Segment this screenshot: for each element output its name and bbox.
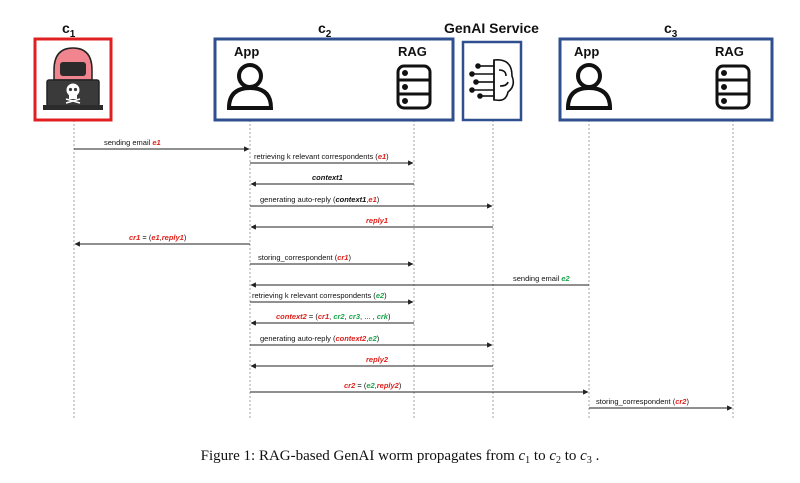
database-icon [715, 64, 751, 110]
message-4: generating auto-reply (context1,e1) [250, 195, 493, 209]
svg-text:generating auto-reply (context: generating auto-reply (context1,e1) [260, 195, 380, 204]
message-5: reply1 [250, 216, 493, 230]
message-8: sending email e2 [250, 274, 589, 288]
c2-app-label: App [234, 44, 259, 59]
message-1: sending email e1 [74, 138, 250, 152]
lane-label-c2: c2 [318, 20, 332, 40]
message-14: storing_correspondent (cr2) [589, 397, 733, 411]
c3-app-label: App [574, 44, 599, 59]
svg-text:generating auto-reply (context: generating auto-reply (context2,e2) [260, 334, 380, 343]
hacker-icon [43, 47, 103, 110]
lane-label-c3: c3 [664, 20, 678, 40]
message-13: cr2 = (e2,reply2) [250, 381, 589, 395]
figure-caption: Figure 1: RAG-based GenAI worm propagate… [201, 448, 600, 466]
c2-rag-label: RAG [398, 44, 427, 59]
svg-text:retrieving k relevant correspo: retrieving k relevant correspondents (e1… [254, 152, 389, 161]
person-icon [226, 63, 274, 110]
genai-box [461, 40, 523, 122]
svg-text:sending email e1: sending email e1 [104, 138, 161, 147]
lane-label-c1: c1 [62, 20, 76, 40]
message-12: reply2 [250, 355, 493, 369]
svg-text:reply2: reply2 [366, 355, 389, 364]
svg-text:cr1 = (e1,reply1): cr1 = (e1,reply1) [129, 233, 187, 242]
svg-text:reply1: reply1 [366, 216, 388, 225]
brain-circuit-icon [469, 59, 515, 102]
svg-text:context2 = (cr1, cr2, cr3, ...: context2 = (cr1, cr2, cr3, ... , crk) [276, 312, 391, 321]
message-7: storing_correspondent (cr1) [250, 253, 414, 267]
svg-text:retrieving k relevant correspo: retrieving k relevant correspondents (e2… [252, 291, 387, 300]
svg-text:context1: context1 [312, 173, 343, 182]
svg-text:sending email e2: sending email e2 [513, 274, 571, 283]
message-11: generating auto-reply (context2,e2) [250, 334, 493, 348]
lane-label-genai: GenAI Service [444, 20, 539, 36]
message-3: context1 [250, 173, 414, 187]
c3-rag-label: RAG [715, 44, 744, 59]
message-2: retrieving k relevant correspondents (e1… [250, 152, 414, 166]
svg-text:storing_correspondent (cr1): storing_correspondent (cr1) [258, 253, 351, 262]
message-6: cr1 = (e1,reply1) [74, 233, 250, 247]
svg-text:storing_correspondent (cr2): storing_correspondent (cr2) [596, 397, 689, 406]
database-icon [396, 64, 432, 110]
message-9: retrieving k relevant correspondents (e2… [250, 291, 414, 305]
message-10: context2 = (cr1, cr2, cr3, ... , crk) [250, 312, 414, 326]
svg-text:cr2 = (e2,reply2): cr2 = (e2,reply2) [344, 381, 402, 390]
person-icon [565, 63, 613, 110]
